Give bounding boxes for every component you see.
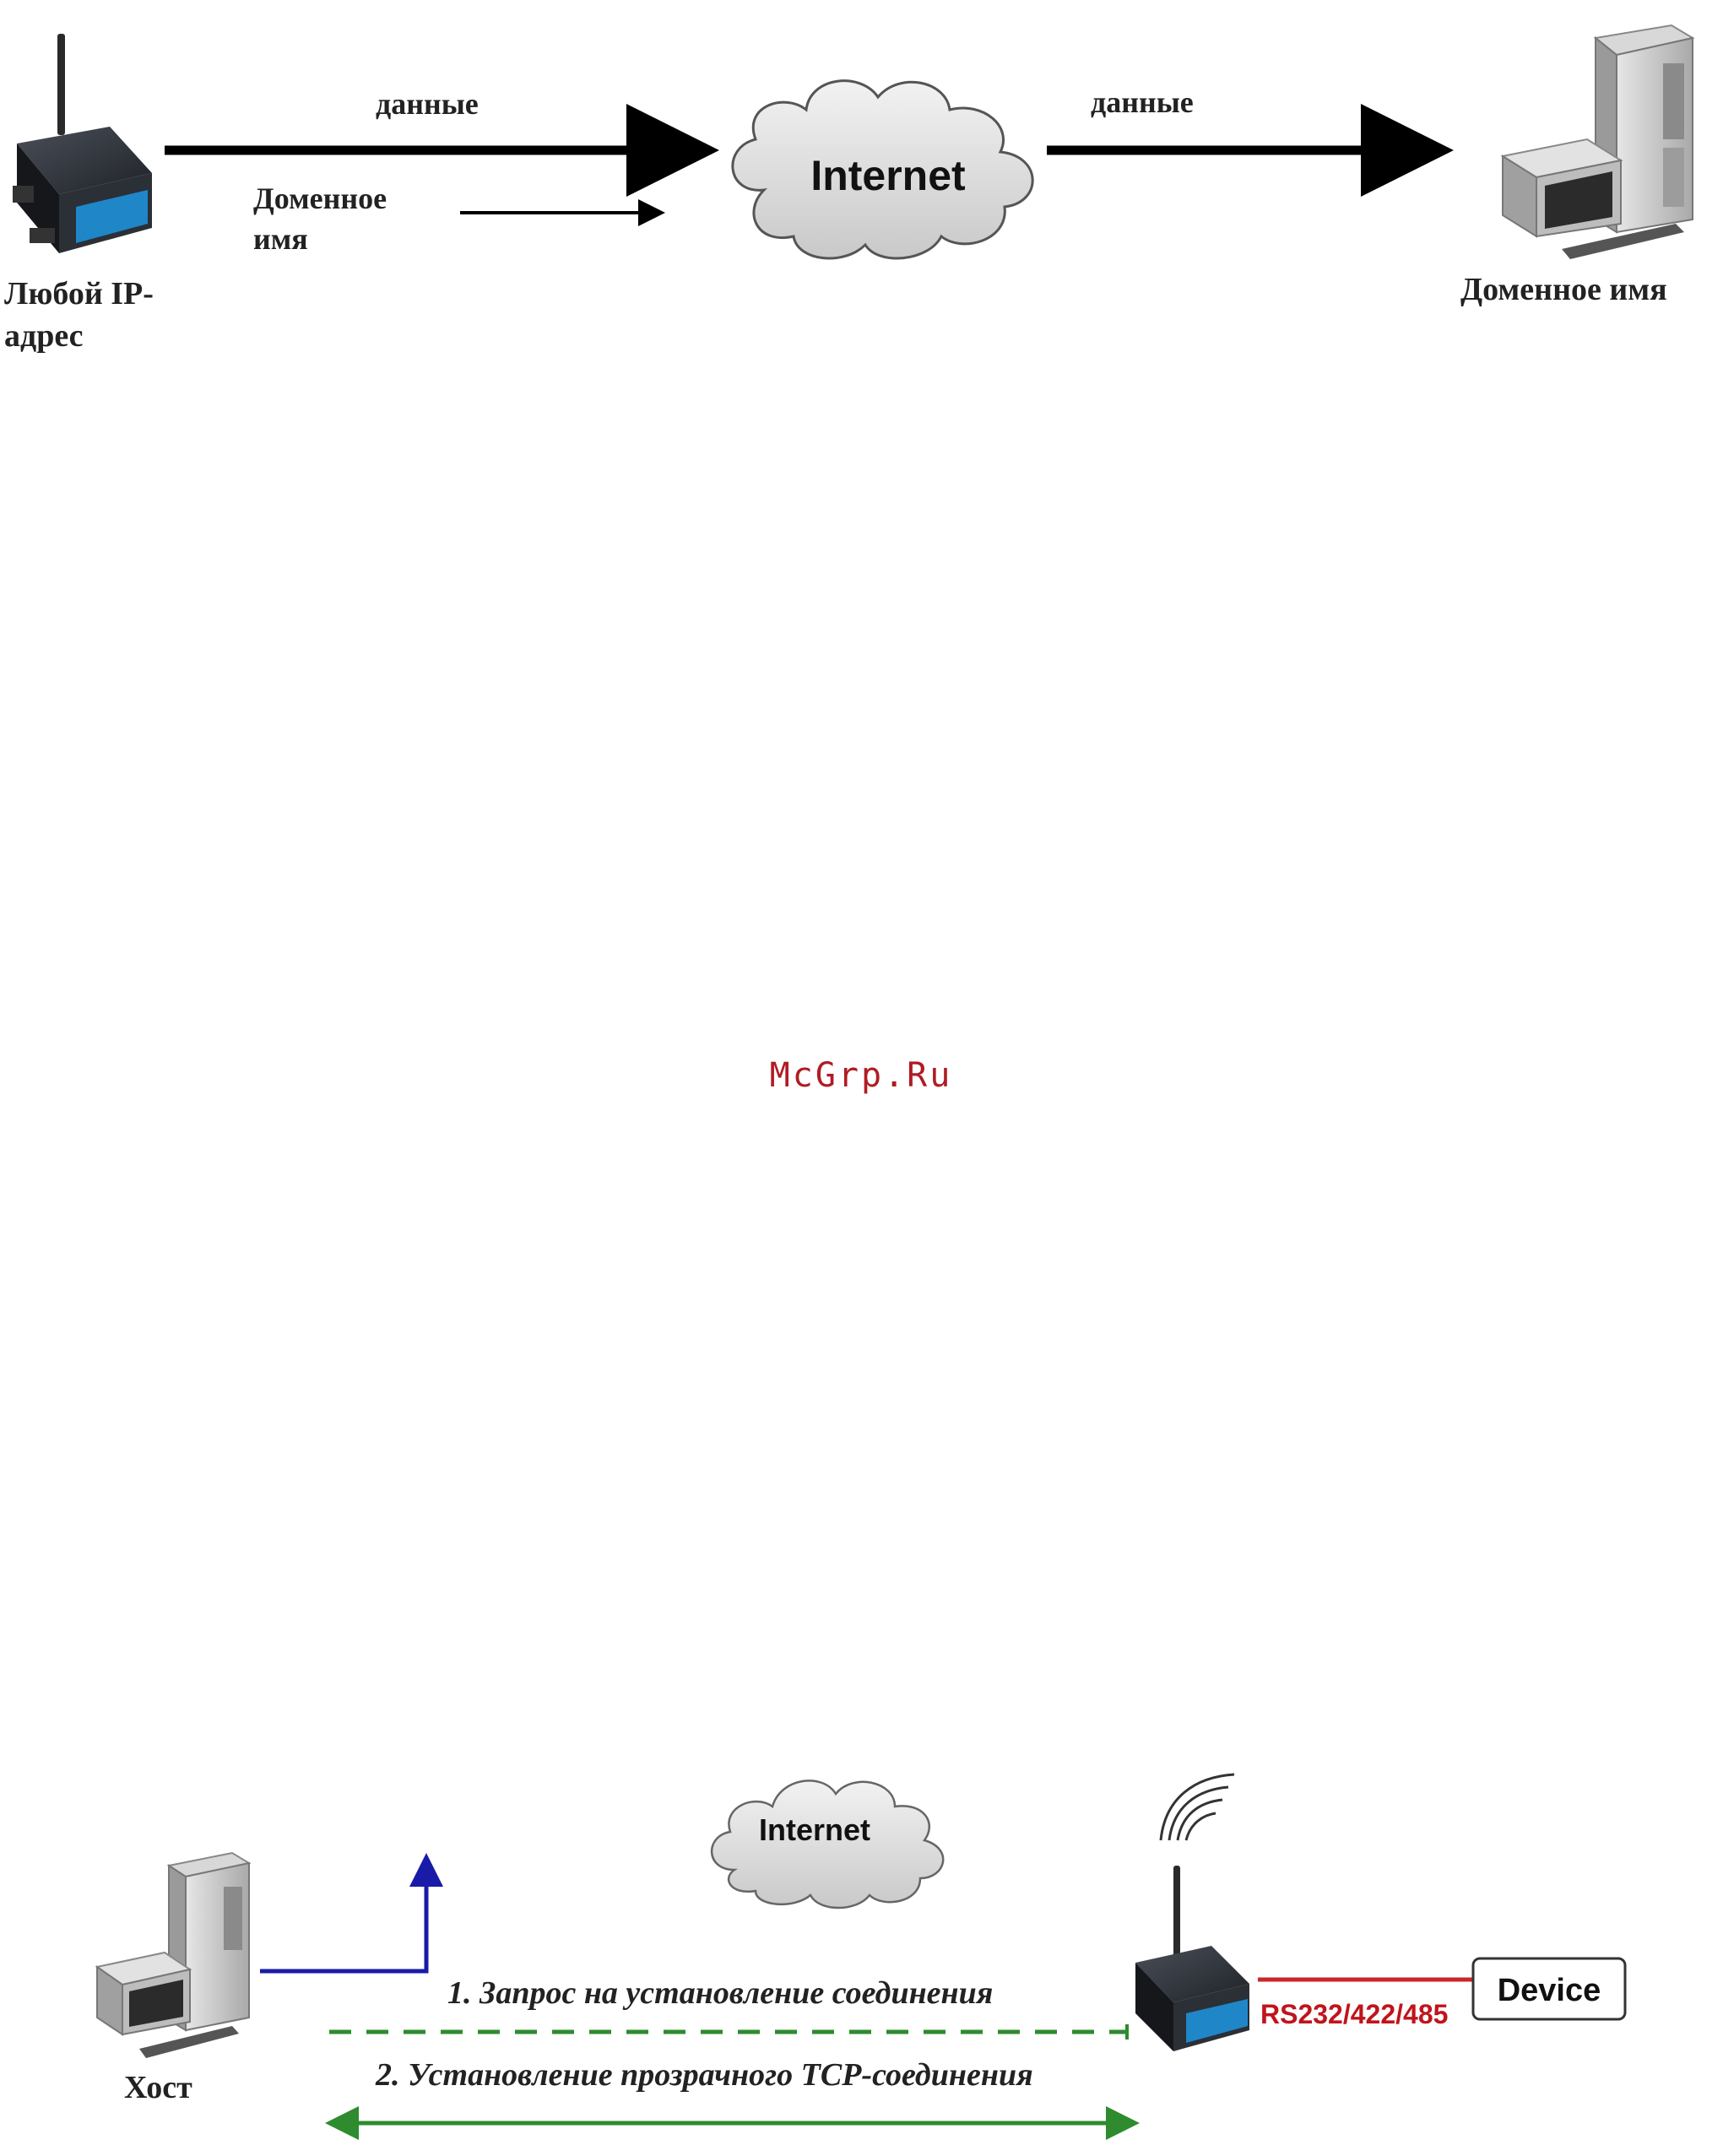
host-computer-icon: [97, 1853, 249, 2058]
tcp-connection-label: 2. Установление прозрачного TCP-соединен…: [375, 2057, 1033, 2093]
host-label: Хост: [124, 2070, 192, 2105]
data-label-right: данные: [1091, 85, 1194, 119]
server-computer-icon: [1503, 25, 1693, 259]
domain-name-label-line1: Доменное: [253, 181, 387, 215]
internet-cloud-small-icon: Internet: [712, 1780, 943, 1908]
domain-name-label-line2: имя: [253, 222, 308, 256]
wireless-signal-icon: [1161, 1774, 1234, 1840]
any-ip-label-line2: адрес: [4, 318, 84, 354]
watermark: McGrp.Ru: [770, 1056, 953, 1095]
data-label-left: данные: [376, 87, 479, 121]
diagram-2: Internet Хост 1. Запрос на установление …: [97, 1774, 1625, 2123]
device-box: Device: [1473, 1958, 1625, 2019]
domain-name-server-label: Доменное имя: [1460, 272, 1667, 307]
serial-interface-label: RS232/422/485: [1260, 1999, 1448, 2029]
device-box-label: Device: [1498, 1973, 1601, 2008]
internet-small-label: Internet: [759, 1812, 870, 1847]
any-ip-label-line1: Любой IP-: [4, 276, 154, 311]
connection-request-label: 1. Запрос на установление соединения: [447, 1975, 993, 2011]
serial-server-device-icon: [1135, 1866, 1249, 2051]
host-uplink-line: [260, 1861, 426, 1971]
diagram-1: данные Доменное имя Любой IP- адрес Inte…: [4, 25, 1693, 354]
internet-label: Internet: [810, 152, 966, 199]
wireless-modem-icon: [13, 34, 152, 253]
internet-cloud-icon: Internet: [733, 81, 1032, 258]
